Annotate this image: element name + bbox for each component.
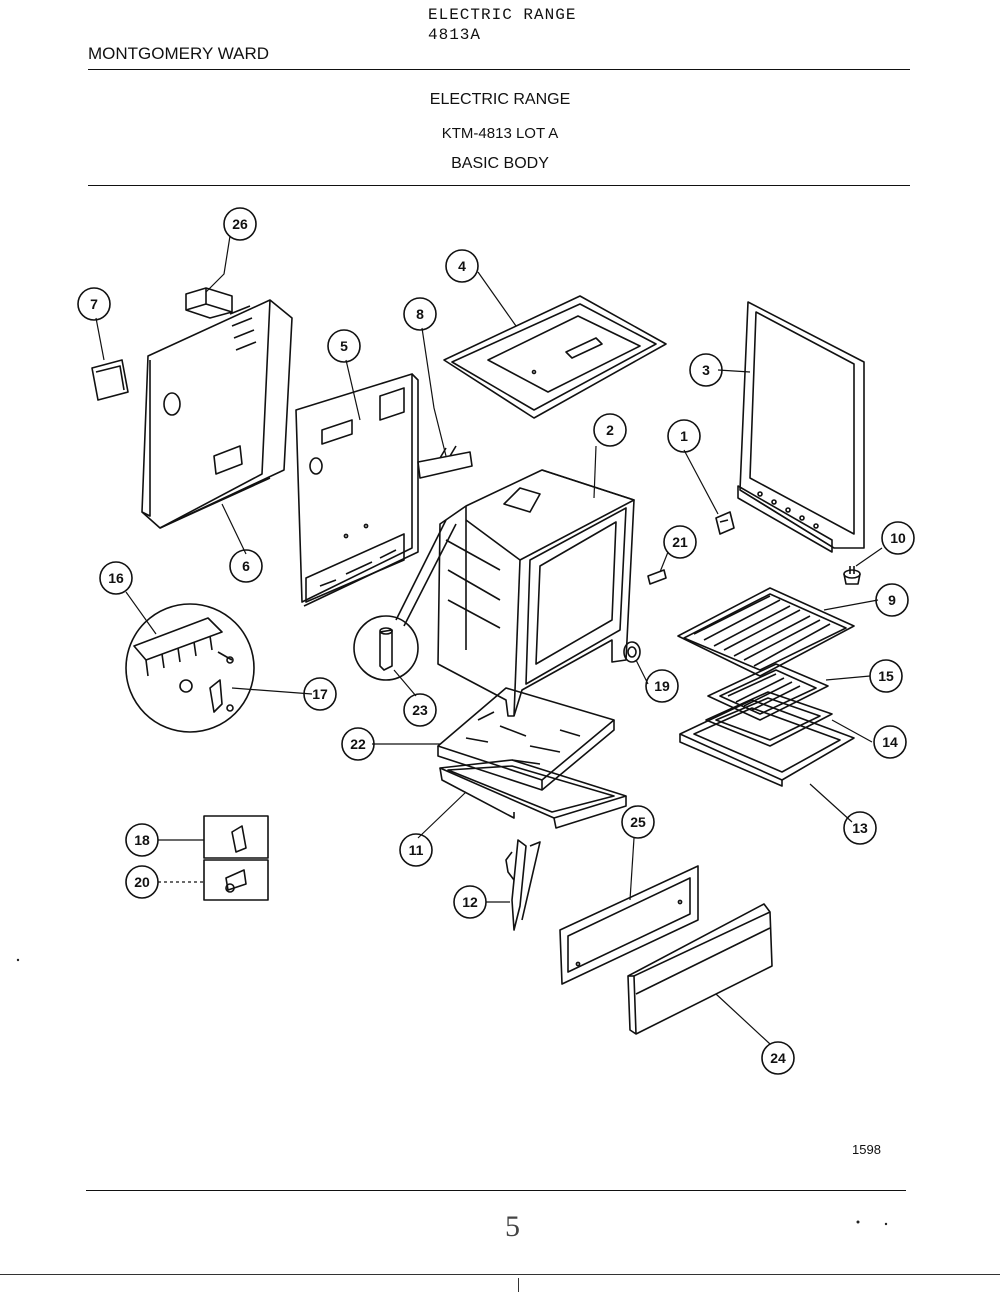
section-title: BASIC BODY xyxy=(451,155,549,172)
detail-circle-16-17 xyxy=(125,603,255,733)
part-drawer-front-24 xyxy=(627,903,773,1035)
typed-title-line2: 4813A xyxy=(428,26,482,44)
callout-5: 5 xyxy=(340,338,348,354)
callout-6: 6 xyxy=(242,558,250,574)
detail-circle-23 xyxy=(353,519,457,681)
callout-11: 11 xyxy=(409,842,424,858)
header-rule-bottom xyxy=(88,185,910,186)
part-foot-10 xyxy=(843,566,861,585)
part-base-frame-11 xyxy=(439,759,627,829)
part-frame-3 xyxy=(737,301,865,553)
part-clip-1 xyxy=(715,511,735,535)
callout-9: 9 xyxy=(888,592,896,608)
part-knob-19 xyxy=(623,641,641,663)
callout-24: 24 xyxy=(770,1050,786,1066)
callout-21: 21 xyxy=(672,534,688,550)
callout-18: 18 xyxy=(134,832,150,848)
part-bottom-pan-22 xyxy=(437,687,615,791)
callout-labels: 1 2 3 4 5 6 7 8 9 10 11 12 13 14 15 16 1… xyxy=(90,216,906,1066)
callout-20: 20 xyxy=(134,874,150,890)
part-rack-9 xyxy=(677,587,855,677)
callout-14: 14 xyxy=(882,734,898,750)
part-cover-7 xyxy=(91,359,129,401)
callout-23: 23 xyxy=(412,702,428,718)
callout-26: 26 xyxy=(232,216,248,232)
callout-4: 4 xyxy=(458,258,466,274)
scan-edge-line xyxy=(0,1274,1000,1275)
header-rule-top xyxy=(88,69,910,70)
callout-3: 3 xyxy=(702,362,710,378)
brand-name: MONTGOMERY WARD xyxy=(88,44,270,63)
callout-2: 2 xyxy=(606,422,614,438)
model-number: KTM-4813 LOT A xyxy=(441,125,559,142)
leader-lines xyxy=(95,235,883,1045)
callout-7: 7 xyxy=(90,296,98,312)
part-cooktop-4 xyxy=(443,295,667,419)
callout-1: 1 xyxy=(680,428,688,444)
part-side-panel-6 xyxy=(141,299,293,529)
page-number: 5 xyxy=(505,1210,520,1243)
part-clip-21 xyxy=(647,569,667,585)
part-box-18 xyxy=(203,815,269,859)
callout-12: 12 xyxy=(462,894,478,910)
typed-title-line1: ELECTRIC RANGE xyxy=(428,6,577,24)
page-title: ELECTRIC RANGE xyxy=(429,91,571,108)
callout-19: 19 xyxy=(654,678,670,694)
callout-17: 17 xyxy=(312,686,328,702)
part-box-20 xyxy=(203,859,269,901)
callout-8: 8 xyxy=(416,306,424,322)
callout-15: 15 xyxy=(878,668,894,684)
diagram-code: 1598 xyxy=(852,1142,881,1157)
part-panel-25 xyxy=(559,865,699,985)
footer-rule xyxy=(86,1190,906,1191)
part-clip-12 xyxy=(505,839,541,931)
part-oven-body-2 xyxy=(437,469,635,717)
part-drawer-frame-13 xyxy=(679,699,855,787)
typed-title: ELECTRIC RANGE 4813A xyxy=(428,5,576,45)
callout-25: 25 xyxy=(630,814,646,830)
callout-16: 16 xyxy=(108,570,124,586)
scan-edge-tick xyxy=(518,1278,519,1292)
callout-10: 10 xyxy=(890,530,906,546)
part-bracket-26 xyxy=(185,287,233,319)
callout-22: 22 xyxy=(350,736,366,752)
part-frame-14 xyxy=(705,691,833,747)
callout-13: 13 xyxy=(852,820,868,836)
callout-circles xyxy=(77,207,915,1075)
